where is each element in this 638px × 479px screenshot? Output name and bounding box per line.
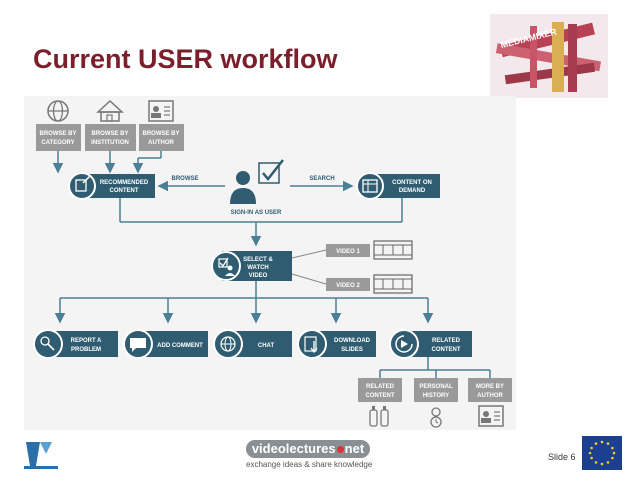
- ph-label-2: HISTORY: [423, 393, 449, 399]
- related-label-1: RELATED: [432, 338, 461, 344]
- mba-label-1: MORE BY: [476, 384, 504, 390]
- more-by-author-box: MORE BY AUTHOR: [468, 378, 512, 402]
- browse-by-institution-label-1: BROWSE BY: [91, 131, 128, 137]
- download-label-1: DOWNLOAD: [334, 338, 371, 344]
- personal-history-box: PERSONAL HISTORY: [414, 378, 458, 402]
- select-watch-label-3: VIDEO: [249, 273, 268, 279]
- mba-label-2: AUTHOR: [477, 393, 503, 399]
- videolectures-brand: videolectures net: [246, 440, 370, 458]
- slide-title: Current USER workflow: [33, 44, 338, 74]
- content-on-demand-label-2: DEMAND: [399, 188, 426, 194]
- author-card-icon: [478, 405, 504, 427]
- related-related-content-box: RELATED CONTENT: [358, 378, 402, 402]
- related-label-2: CONTENT: [432, 347, 461, 353]
- add-comment-box: ADD COMMENT: [123, 329, 208, 359]
- select-watch-video-box: SELECT & WATCH VIDEO: [211, 251, 292, 281]
- content-on-demand-box: CONTENT ON DEMAND: [356, 172, 440, 200]
- videolectures-logo: videolectures net exchange ideas & share …: [246, 440, 373, 472]
- video-1-label: VIDEO 1: [336, 249, 360, 255]
- institution-icon: [96, 99, 124, 122]
- content-on-demand-label-1: CONTENT ON: [392, 180, 432, 186]
- browse-by-category-label-1: BROWSE BY: [39, 131, 76, 137]
- mediamixer-logo: MEDIAMIXER: [490, 14, 608, 98]
- user-icon: [230, 159, 284, 204]
- browse-by-institution-label-2: INSTITUTION: [91, 140, 129, 146]
- recommended-label-1: RECOMMENDED: [100, 180, 149, 186]
- connector-video-1: [291, 249, 327, 259]
- rc-label-2: CONTENT: [366, 393, 395, 399]
- brand-tagline: exchange ideas & share knowledge: [246, 460, 373, 469]
- recommended-content-box: RECOMMENDED CONTENT: [68, 172, 155, 200]
- ph-label-1: PERSONAL: [419, 384, 453, 390]
- add-comment-label: ADD COMMENT: [157, 343, 203, 349]
- brand-name: videolectures: [251, 441, 336, 456]
- search-label: SEARCH: [309, 176, 334, 182]
- video-2-label: VIDEO 2: [336, 283, 360, 289]
- browse-by-author-label-2: AUTHOR: [148, 140, 174, 146]
- connector-video-2: [291, 273, 327, 285]
- report-label-2: PROBLEM: [71, 347, 101, 353]
- fp7-logo: [24, 442, 58, 469]
- video-1-item: VIDEO 1: [326, 244, 370, 257]
- select-watch-label-1: SELECT &: [243, 257, 273, 263]
- browse-by-author-box: BROWSE BY AUTHOR: [139, 124, 184, 151]
- browse-label: BROWSE: [172, 176, 199, 182]
- recommended-label-2: CONTENT: [110, 188, 139, 194]
- person-history-icon: [430, 407, 442, 428]
- eu-flag-icon: [582, 436, 622, 470]
- brand-dot-icon: [336, 445, 344, 453]
- brand-suffix: net: [344, 441, 365, 456]
- rc-label-1: RELATED: [366, 384, 395, 390]
- film-strip-icon: [373, 274, 413, 294]
- chat-box: CHAT: [213, 329, 292, 359]
- video-2-item: VIDEO 2: [326, 278, 370, 291]
- browse-by-author-label-1: BROWSE BY: [142, 131, 179, 137]
- download-slides-box: DOWNLOAD SLIDES: [297, 329, 376, 359]
- sign-in-label: SIGN-IN AS USER: [231, 210, 282, 216]
- author-card-icon: [148, 100, 174, 122]
- chat-label: CHAT: [258, 343, 275, 349]
- download-label-2: SLIDES: [341, 347, 363, 353]
- browse-by-category-label-2: CATEGORY: [41, 140, 74, 146]
- globe-icon: [47, 100, 69, 122]
- slide-number: Slide 6: [548, 452, 576, 462]
- browse-by-institution-box: BROWSE BY INSTITUTION: [85, 124, 136, 151]
- report-problem-box: REPORT A PROBLEM: [33, 329, 118, 359]
- film-strip-icon: [373, 240, 413, 260]
- report-label-1: REPORT A: [71, 338, 102, 344]
- browse-by-category-box: BROWSE BY CATEGORY: [36, 124, 81, 151]
- select-watch-label-2: WATCH: [247, 265, 269, 271]
- bottles-icon: [369, 406, 389, 427]
- related-content-box: RELATED CONTENT: [389, 329, 472, 359]
